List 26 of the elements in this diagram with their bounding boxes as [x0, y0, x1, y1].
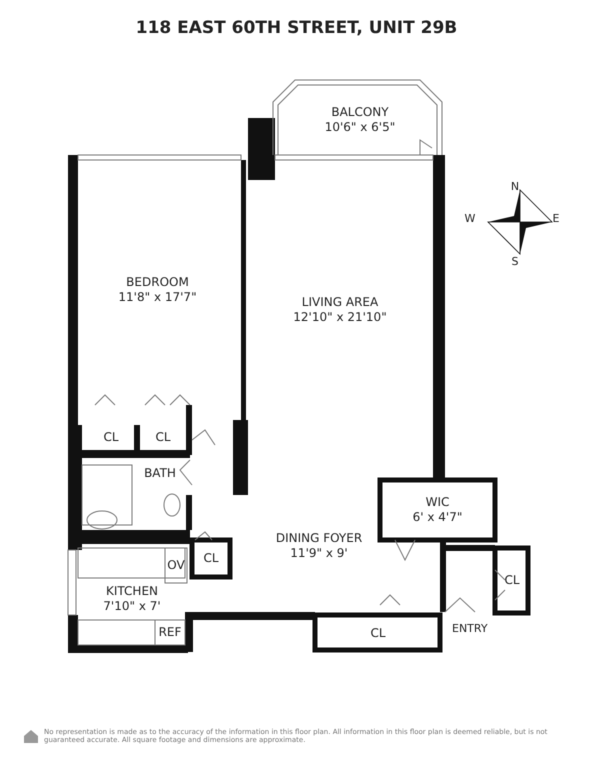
room-name: WIC	[426, 495, 450, 510]
room-name: CL	[504, 572, 520, 588]
room-dimensions: 11'8" x 17'7"	[118, 290, 197, 305]
room-name: BATH	[144, 466, 176, 480]
room-name: DINING FOYER	[276, 531, 362, 546]
compass-letter: S	[512, 255, 518, 268]
room-name: CL	[370, 626, 386, 640]
compass-letter: W	[464, 212, 476, 225]
compass-letter: E	[552, 212, 560, 225]
compass-letter: N	[510, 180, 520, 193]
room-name: LIVING AREA	[302, 295, 378, 310]
room-name: BALCONY	[331, 105, 389, 120]
room-name: REF	[158, 625, 182, 640]
room-dimensions: 11'9" x 9'	[290, 546, 348, 561]
room-dimensions: 7'10" x 7'	[103, 599, 161, 614]
room-name: CL	[103, 430, 119, 445]
room-dimensions: 10'6" x 6'5"	[324, 120, 396, 135]
room-name: BEDROOM	[126, 275, 189, 290]
room-name: OV	[167, 558, 185, 573]
title: 118 EAST 60TH STREET, UNIT 29B	[134, 18, 458, 38]
room-name: CL	[155, 430, 171, 445]
room-name: KITCHEN	[106, 584, 158, 599]
room-dimensions: 12'10" x 21'10"	[293, 310, 387, 325]
room-dimensions: 6' x 4'7"	[412, 510, 462, 525]
room-name: CL	[203, 551, 219, 566]
room-name: ENTRY	[452, 622, 488, 635]
